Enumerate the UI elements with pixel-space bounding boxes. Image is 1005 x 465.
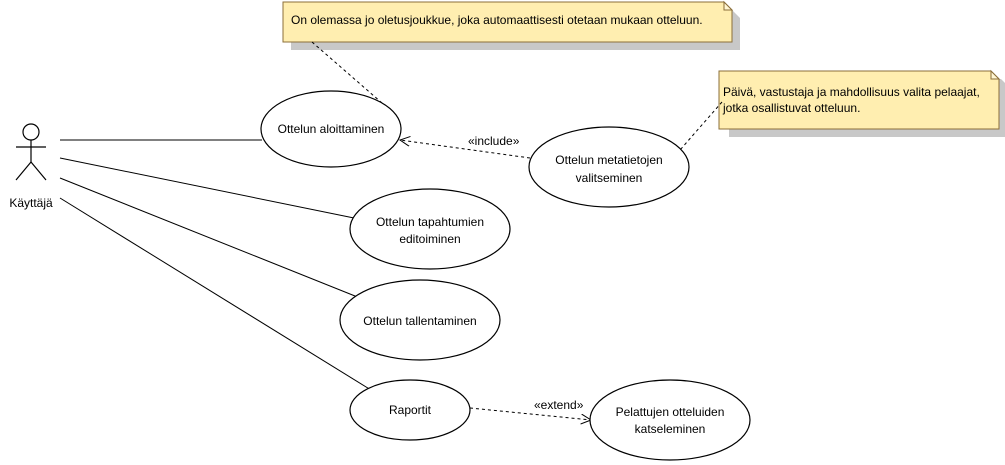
use-case-view-played-label-1: Pelattujen otteluiden bbox=[616, 405, 725, 419]
association-save-match bbox=[59, 177, 361, 299]
note-default-team-line: On olemassa jo oletusjoukkue, joka autom… bbox=[291, 13, 703, 27]
association-reports bbox=[59, 197, 372, 391]
note-metadata-line-1: Päivä, vastustaja ja mahdollisuus valita… bbox=[723, 85, 980, 99]
use-case-edit-events[interactable]: Ottelun tapahtumien editoiminen bbox=[349, 188, 511, 270]
use-case-reports[interactable]: Raportit bbox=[349, 379, 471, 441]
actor-label: Käyttäjä bbox=[9, 196, 53, 210]
note-metadata: Päivä, vastustaja ja mahdollisuus valita… bbox=[718, 69, 1005, 137]
association-edit-events bbox=[59, 157, 355, 219]
use-case-start-match[interactable]: Ottelun aloittaminen bbox=[260, 90, 402, 168]
use-case-select-metadata-label-2: valitseminen bbox=[576, 171, 643, 185]
use-case-reports-label: Raportit bbox=[389, 403, 432, 417]
use-case-edit-events-label-2: editoiminen bbox=[399, 232, 460, 246]
actor-figure[interactable] bbox=[15, 123, 47, 181]
actor-right-leg bbox=[30, 161, 47, 181]
use-case-view-played-label-2: katseleminen bbox=[635, 422, 706, 436]
include-label: «include» bbox=[468, 134, 520, 148]
use-case-start-match-label: Ottelun aloittaminen bbox=[278, 122, 385, 136]
use-case-save-match-label: Ottelun tallentaminen bbox=[363, 314, 476, 328]
note-default-team: On olemassa jo oletusjoukkue, joka autom… bbox=[282, 0, 740, 50]
use-case-save-match[interactable]: Ottelun tallentaminen bbox=[339, 279, 501, 361]
use-case-select-metadata[interactable]: Ottelun metatietojen valitseminen bbox=[528, 126, 690, 208]
actor-left-leg bbox=[15, 161, 32, 181]
extend-arrow bbox=[469, 407, 591, 420]
use-case-select-metadata-label-1: Ottelun metatietojen bbox=[555, 153, 662, 167]
extend-label: «extend» bbox=[534, 398, 584, 412]
note-anchor-metadata bbox=[679, 101, 723, 151]
actor-head bbox=[22, 123, 40, 141]
use-case-edit-events-label-1: Ottelun tapahtumien bbox=[376, 215, 484, 229]
note-metadata-line-2: jotka osallistuvat otteluun. bbox=[722, 101, 860, 115]
include-arrow bbox=[400, 140, 531, 159]
use-case-view-played[interactable]: Pelattujen otteluiden katseleminen bbox=[589, 379, 751, 461]
